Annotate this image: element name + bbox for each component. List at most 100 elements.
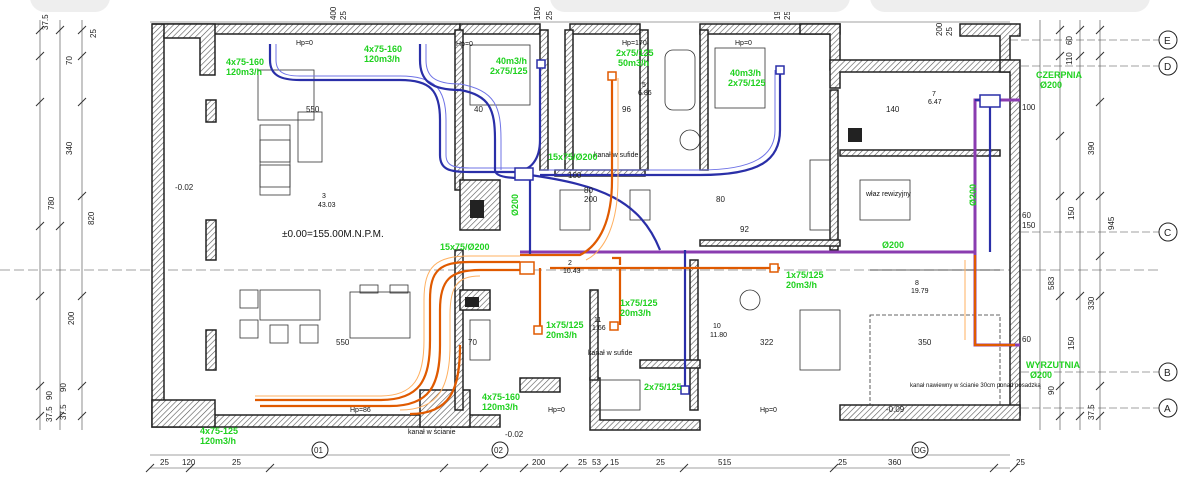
grid-axis-markers-right: [1158, 30, 1178, 418]
note: Hp=0: [548, 407, 565, 414]
dimension: 150: [1067, 206, 1076, 220]
furniture: [239, 44, 1001, 411]
duct-label: Ø200: [1040, 80, 1062, 90]
toolbar-pill-center[interactable]: [550, 0, 850, 12]
duct-label: 40m3/h: [496, 56, 527, 66]
dimension: 330: [1087, 296, 1096, 310]
dimension: 550: [336, 338, 350, 347]
duct-label: Ø200: [1030, 370, 1052, 380]
axis-label: 01: [314, 446, 323, 455]
dimension: 25: [160, 458, 169, 467]
dimension: 25: [945, 27, 954, 36]
dimension: 15: [610, 458, 619, 467]
dimension: 25: [339, 11, 348, 20]
duct-label: 15x75/Ø200: [548, 152, 598, 162]
duct-label: 1x75/125: [786, 270, 824, 280]
duct-label: 15x75/Ø200: [440, 242, 490, 252]
toolbar-pill-left[interactable]: [30, 0, 110, 12]
duct-label: Ø200: [882, 240, 904, 250]
duct-label: 4x75-160: [482, 392, 520, 402]
dimension: 945: [1107, 216, 1116, 230]
duct-label: 120m3/h: [226, 67, 262, 77]
duct-label: 120m3/h: [364, 54, 400, 64]
dimension: 80: [584, 186, 593, 195]
room-area: 10.43: [563, 268, 581, 275]
dimension: 200: [67, 311, 76, 325]
duct-label: 2x75/125: [728, 78, 766, 88]
dimension: 200: [935, 22, 944, 36]
dimension: 583: [1047, 276, 1056, 290]
dimension: 400: [329, 6, 338, 20]
dimension: 120: [182, 458, 196, 467]
dimension: 350: [918, 338, 932, 347]
dimension: 100: [1022, 103, 1036, 112]
duct-label: 120m3/h: [200, 436, 236, 446]
supply-ducts-blue: [268, 44, 1001, 390]
axis-label: B: [1164, 368, 1171, 379]
dimension: 200: [584, 195, 598, 204]
note: kanał w sufide: [594, 152, 638, 159]
duct-label: 20m3/h: [620, 308, 651, 318]
duct-label: WYRZUTNIA: [1026, 360, 1080, 370]
dimension: 25: [1016, 458, 1025, 467]
duct-label: Ø200: [968, 184, 978, 206]
elevation-mark: -0.02: [505, 430, 524, 439]
duct-label: 50m3/h: [618, 58, 649, 68]
dimension: 96: [622, 105, 631, 114]
dimension: 150: [533, 6, 542, 20]
dimension: 70: [65, 56, 74, 65]
note: kanał w ścianie: [408, 429, 456, 436]
dimension: 80: [716, 195, 725, 204]
room-number: 3: [322, 193, 326, 200]
duct-label: 40m3/h: [730, 68, 761, 78]
room-number: 2: [568, 260, 572, 267]
dimension: 25: [545, 11, 554, 20]
room-area: 6.47: [928, 99, 942, 106]
dimension: 92: [740, 225, 749, 234]
dimension: 70: [468, 338, 477, 347]
room-number: 5: [642, 82, 646, 89]
dimension: 360: [888, 458, 902, 467]
air-terminals: [533, 59, 785, 395]
dimension: 25: [838, 458, 847, 467]
dimension: 390: [1087, 141, 1096, 155]
fixtures: [465, 128, 862, 307]
note: Hp=170: [622, 40, 647, 47]
dimension: 25: [578, 458, 587, 467]
elevation-mark: -0.09: [886, 405, 905, 414]
note: właz rewizyjny: [865, 191, 911, 198]
dimension: 150: [1067, 336, 1076, 350]
dimension: 110: [1065, 52, 1074, 65]
dimension: 25: [656, 458, 665, 467]
room-number: 11: [594, 317, 601, 324]
walls: [151, 23, 1021, 431]
grid-axis-markers-bottom: [311, 441, 929, 459]
dimension: 37.5: [1087, 404, 1096, 420]
room-area: 43.03: [318, 202, 336, 209]
dimension: 37.5: [45, 406, 54, 422]
dimension: 40: [474, 105, 483, 114]
dimension: 25: [783, 11, 792, 20]
room-area: 1.66: [592, 325, 606, 332]
dimension: 60: [1022, 211, 1031, 220]
duct-label: 1x75/125: [546, 320, 584, 330]
dimension: 25: [89, 29, 98, 38]
note: Hp=0: [296, 40, 313, 47]
room-number: 10: [713, 323, 721, 330]
note: Hp=86: [350, 407, 371, 414]
dimension: 820: [87, 211, 96, 225]
duct-label: CZERPNIA: [1036, 70, 1083, 80]
dimension: 340: [65, 141, 74, 155]
dimension: 60: [1022, 335, 1031, 344]
dimension: 25: [232, 458, 241, 467]
dimension: 780: [47, 196, 56, 210]
dimension: 53: [592, 458, 601, 467]
room-number: 7: [932, 91, 936, 98]
note: Hp=0: [760, 407, 777, 414]
toolbar-pill-right[interactable]: [870, 0, 1150, 12]
duct-label: 2x75/125: [490, 66, 528, 76]
dimension-ticks: [35, 25, 1105, 473]
level-label: ±0.00=155.00M.N.P.M.: [282, 229, 384, 240]
duct-label: 120m3/h: [482, 402, 518, 412]
